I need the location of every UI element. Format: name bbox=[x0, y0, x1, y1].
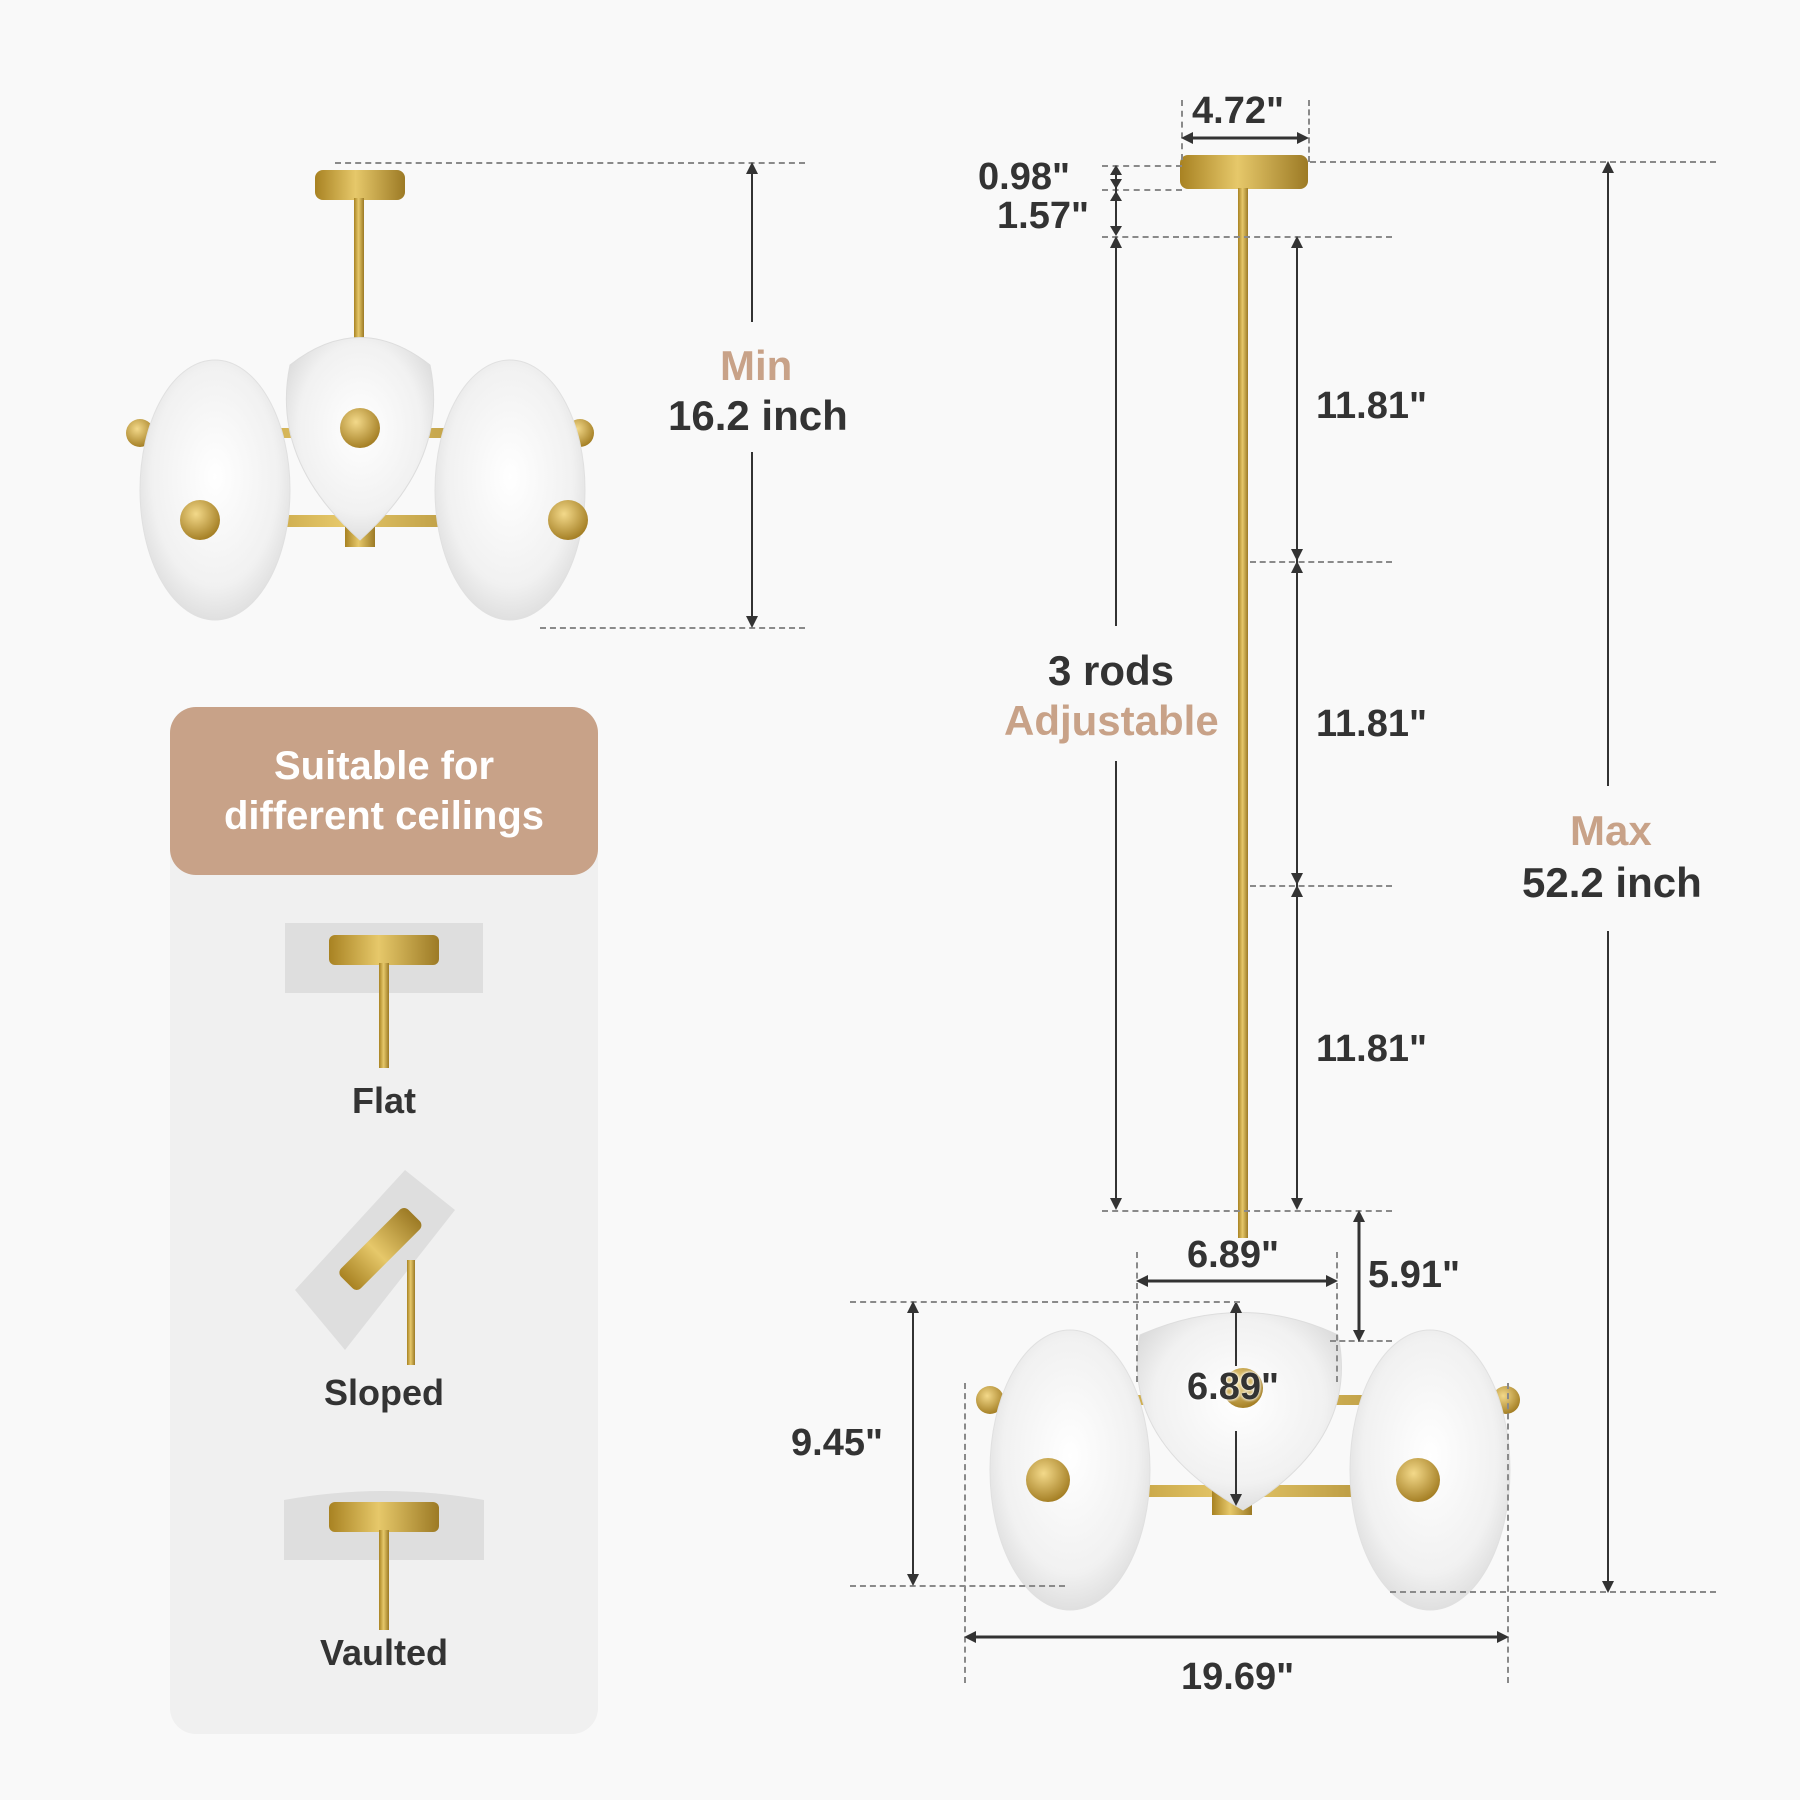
min-label: Min bbox=[720, 342, 793, 389]
min-height-arrow bbox=[746, 162, 758, 628]
vaulted-label: Vaulted bbox=[319, 1632, 449, 1673]
max-top-guide bbox=[1310, 161, 1716, 163]
ceiling-types-header: Suitable for different ceilings bbox=[170, 707, 598, 875]
max-bottom-guide bbox=[1390, 1591, 1716, 1593]
min-bottom-guide bbox=[540, 627, 805, 629]
canopy-height-label: 0.98" bbox=[978, 156, 1070, 198]
fixture-height-label: 9.45" bbox=[791, 1422, 883, 1464]
width-left-guide bbox=[964, 1383, 966, 1683]
shade-drop-label: 5.91" bbox=[1368, 1254, 1460, 1296]
fixture-top-guide bbox=[850, 1301, 1240, 1303]
rod-top-guide bbox=[1102, 236, 1392, 238]
rods-adjustable-label: Adjustable bbox=[1004, 697, 1219, 744]
shade-right-guide bbox=[1336, 1252, 1338, 1382]
max-height-fixture-image bbox=[976, 155, 1520, 1611]
flat-ceiling-mount-icon bbox=[285, 923, 483, 1073]
top-rod-label: 1.57" bbox=[997, 195, 1089, 237]
rods-count-label: 3 rods bbox=[1048, 647, 1175, 694]
fixture-width-label: 19.69" bbox=[1181, 1656, 1295, 1698]
max-height-arrow bbox=[1602, 161, 1614, 1593]
width-right-guide bbox=[1507, 1383, 1509, 1683]
shade-height-arrow bbox=[1230, 1301, 1242, 1506]
ceiling-types-title: Suitable for different ceilings bbox=[223, 744, 545, 838]
sloped-ceiling-mount-icon bbox=[295, 1170, 475, 1370]
fixture-height-arrow bbox=[907, 1301, 919, 1586]
shade-drop-guide bbox=[1330, 1340, 1392, 1342]
shade-left-guide bbox=[1136, 1252, 1138, 1382]
min-value: 16.2 inch bbox=[668, 392, 848, 439]
canopy-bottom-guide bbox=[1102, 189, 1182, 191]
rod-segments-arrow bbox=[1291, 236, 1303, 1210]
canopy-left-guide bbox=[1181, 100, 1183, 160]
max-label: Max bbox=[1570, 807, 1652, 854]
canopy-width-arrow bbox=[1181, 132, 1309, 144]
chandelier-illustration bbox=[126, 170, 594, 621]
shade-width-arrow bbox=[1136, 1275, 1338, 1287]
rod-2-guide bbox=[1250, 885, 1392, 887]
min-height-fixture-image bbox=[120, 160, 660, 640]
rod-1-guide bbox=[1250, 561, 1392, 563]
max-value: 52.2 inch bbox=[1522, 859, 1702, 906]
rod-2-label: 11.81" bbox=[1316, 703, 1428, 745]
canopy-width-label: 4.72" bbox=[1192, 90, 1284, 132]
rod-3-label: 11.81" bbox=[1316, 1028, 1428, 1070]
min-top-guide bbox=[335, 162, 805, 164]
shade-drop-arrow bbox=[1353, 1210, 1365, 1342]
fixture-bottom-guide bbox=[850, 1585, 1065, 1587]
flat-label: Flat bbox=[351, 1080, 416, 1121]
canopy-height-arrow bbox=[1110, 165, 1122, 236]
rods-total-arrow bbox=[1110, 236, 1122, 1210]
vaulted-ceiling-mount-icon bbox=[284, 1490, 484, 1630]
shade-height-label: 6.89" bbox=[1187, 1366, 1279, 1408]
canopy-top-guide bbox=[1102, 165, 1182, 167]
rod-3-guide bbox=[1102, 1210, 1392, 1212]
rod-1-label: 11.81" bbox=[1316, 385, 1428, 427]
sloped-label: Sloped bbox=[323, 1372, 444, 1413]
fixture-width-arrow bbox=[964, 1631, 1509, 1643]
shade-width-label: 6.89" bbox=[1187, 1234, 1279, 1276]
canopy-right-guide bbox=[1308, 100, 1310, 162]
